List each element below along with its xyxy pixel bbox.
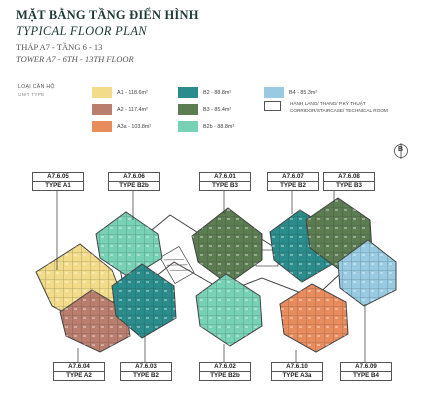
legend-swatch [92,87,112,98]
unit-tag-a7-6-08[interactable]: A7.6.08 TYPE B3 [323,172,375,191]
legend-item-a2: A2 - 117.4m² [92,104,148,115]
unit-type: TYPE B2 [268,181,318,190]
legend-swatch [178,104,198,115]
legend-label: B4 - 85.3m² [289,89,318,96]
legend-swatch [264,87,284,98]
unit-code: A7.6.09 [355,363,377,370]
unit-type: TYPE B2b [109,181,159,190]
unit-tag-a7-6-02[interactable]: A7.6.02 TYPE B2b [199,362,251,381]
unit-a7-6-03[interactable] [111,263,177,339]
unit-tag-a7-6-06[interactable]: A7.6.06 TYPE B2b [108,172,160,191]
unit-type: TYPE A3a [272,371,322,380]
unit-a7-6-01[interactable] [191,207,263,285]
legend-swatch [178,87,198,98]
unit-code: A7.6.10 [286,363,308,370]
unit-code: A7.6.07 [282,173,304,180]
unit-tag-a7-6-10[interactable]: A7.6.10 TYPE A3a [271,362,323,381]
unit-code: A7.6.02 [214,363,236,370]
unit-a7-6-10[interactable] [279,283,349,353]
unit-tag-a7-6-03[interactable]: A7.6.03 TYPE B2 [120,362,172,381]
unit-type: TYPE B3 [200,181,250,190]
unit-code: A7.6.05 [47,173,69,180]
unit-type: TYPE B2b [200,371,250,380]
unit-code: A7.6.08 [338,173,360,180]
tower-floor-en: TOWER A7 - 6TH - 13TH FLOOR [16,54,134,64]
north-compass-icon [394,143,408,159]
legend-swatch-corridor [264,101,281,111]
unit-a7-6-06[interactable] [95,211,163,279]
compass-label: B [398,146,404,153]
page-title: MẶT BẰNG TẦNG ĐIỂN HÌNH [16,8,199,22]
unit-tag-a7-6-09[interactable]: A7.6.09 TYPE B4 [340,362,392,381]
legend-item-b3: B3 - 85.4m² [178,104,231,115]
legend-label: B2 - 88.8m² [203,89,232,96]
unit-a7-6-04[interactable] [59,289,131,353]
unit-type: TYPE B4 [341,371,391,380]
unit-tag-a7-6-01[interactable]: A7.6.01 TYPE B3 [199,172,251,191]
unit-type: TYPE A1 [33,181,83,190]
unit-a7-6-09[interactable] [337,239,397,307]
legend-item-a1: A1 - 118.6m² [92,87,148,98]
unit-type: TYPE B2 [121,371,171,380]
leader-lines [56,191,366,362]
page-subtitle: TYPICAL FLOOR PLAN [16,24,147,38]
legend-item-b2b: B2b - 88.8m² [178,121,234,132]
unit-type: TYPE B3 [324,181,374,190]
legend-label: B2b - 88.8m² [203,123,235,130]
legend-label: A2 - 117.4m² [117,106,148,113]
legend-label: A1 - 118.6m² [117,89,148,96]
unit-code: A7.6.04 [68,363,90,370]
legend-corridor-vi: HÀNH LANG/ THANG/ P.KỸ THUẬT [290,101,366,106]
unit-tag-a7-6-07[interactable]: A7.6.07 TYPE B2 [267,172,319,191]
legend-heading-vi: LOẠI CĂN HỘ [18,84,55,90]
legend-item-corridor: HÀNH LANG/ THANG/ P.KỸ THUẬT CORRIDOR/ST… [264,100,388,114]
legend-heading-en: UNIT TYPE [18,92,45,97]
unit-code: A7.6.03 [135,363,157,370]
legend-swatch [178,121,198,132]
legend-swatch [92,121,112,132]
unit-code: A7.6.01 [214,173,236,180]
legend-item-a3a: A3a - 103.8m² [92,121,151,132]
tower-floor-vi: THÁP A7 - TẦNG 6 - 13 [16,42,103,52]
legend-item-b2: B2 - 88.8m² [178,87,231,98]
unit-code: A7.6.06 [123,173,145,180]
legend-corridor-en: CORRIDOR/STAIRCASE/ TECHNICAL ROOM [290,108,388,113]
unit-a7-6-02[interactable] [195,273,263,347]
unit-tag-a7-6-04[interactable]: A7.6.04 TYPE A2 [53,362,105,381]
legend-swatch [92,104,112,115]
legend-label: A3a - 103.8m² [117,123,152,130]
unit-tag-a7-6-05[interactable]: A7.6.05 TYPE A1 [32,172,84,191]
unit-type: TYPE A2 [54,371,104,380]
legend-label: B3 - 85.4m² [203,106,232,113]
legend-item-b4: B4 - 85.3m² [264,87,317,98]
